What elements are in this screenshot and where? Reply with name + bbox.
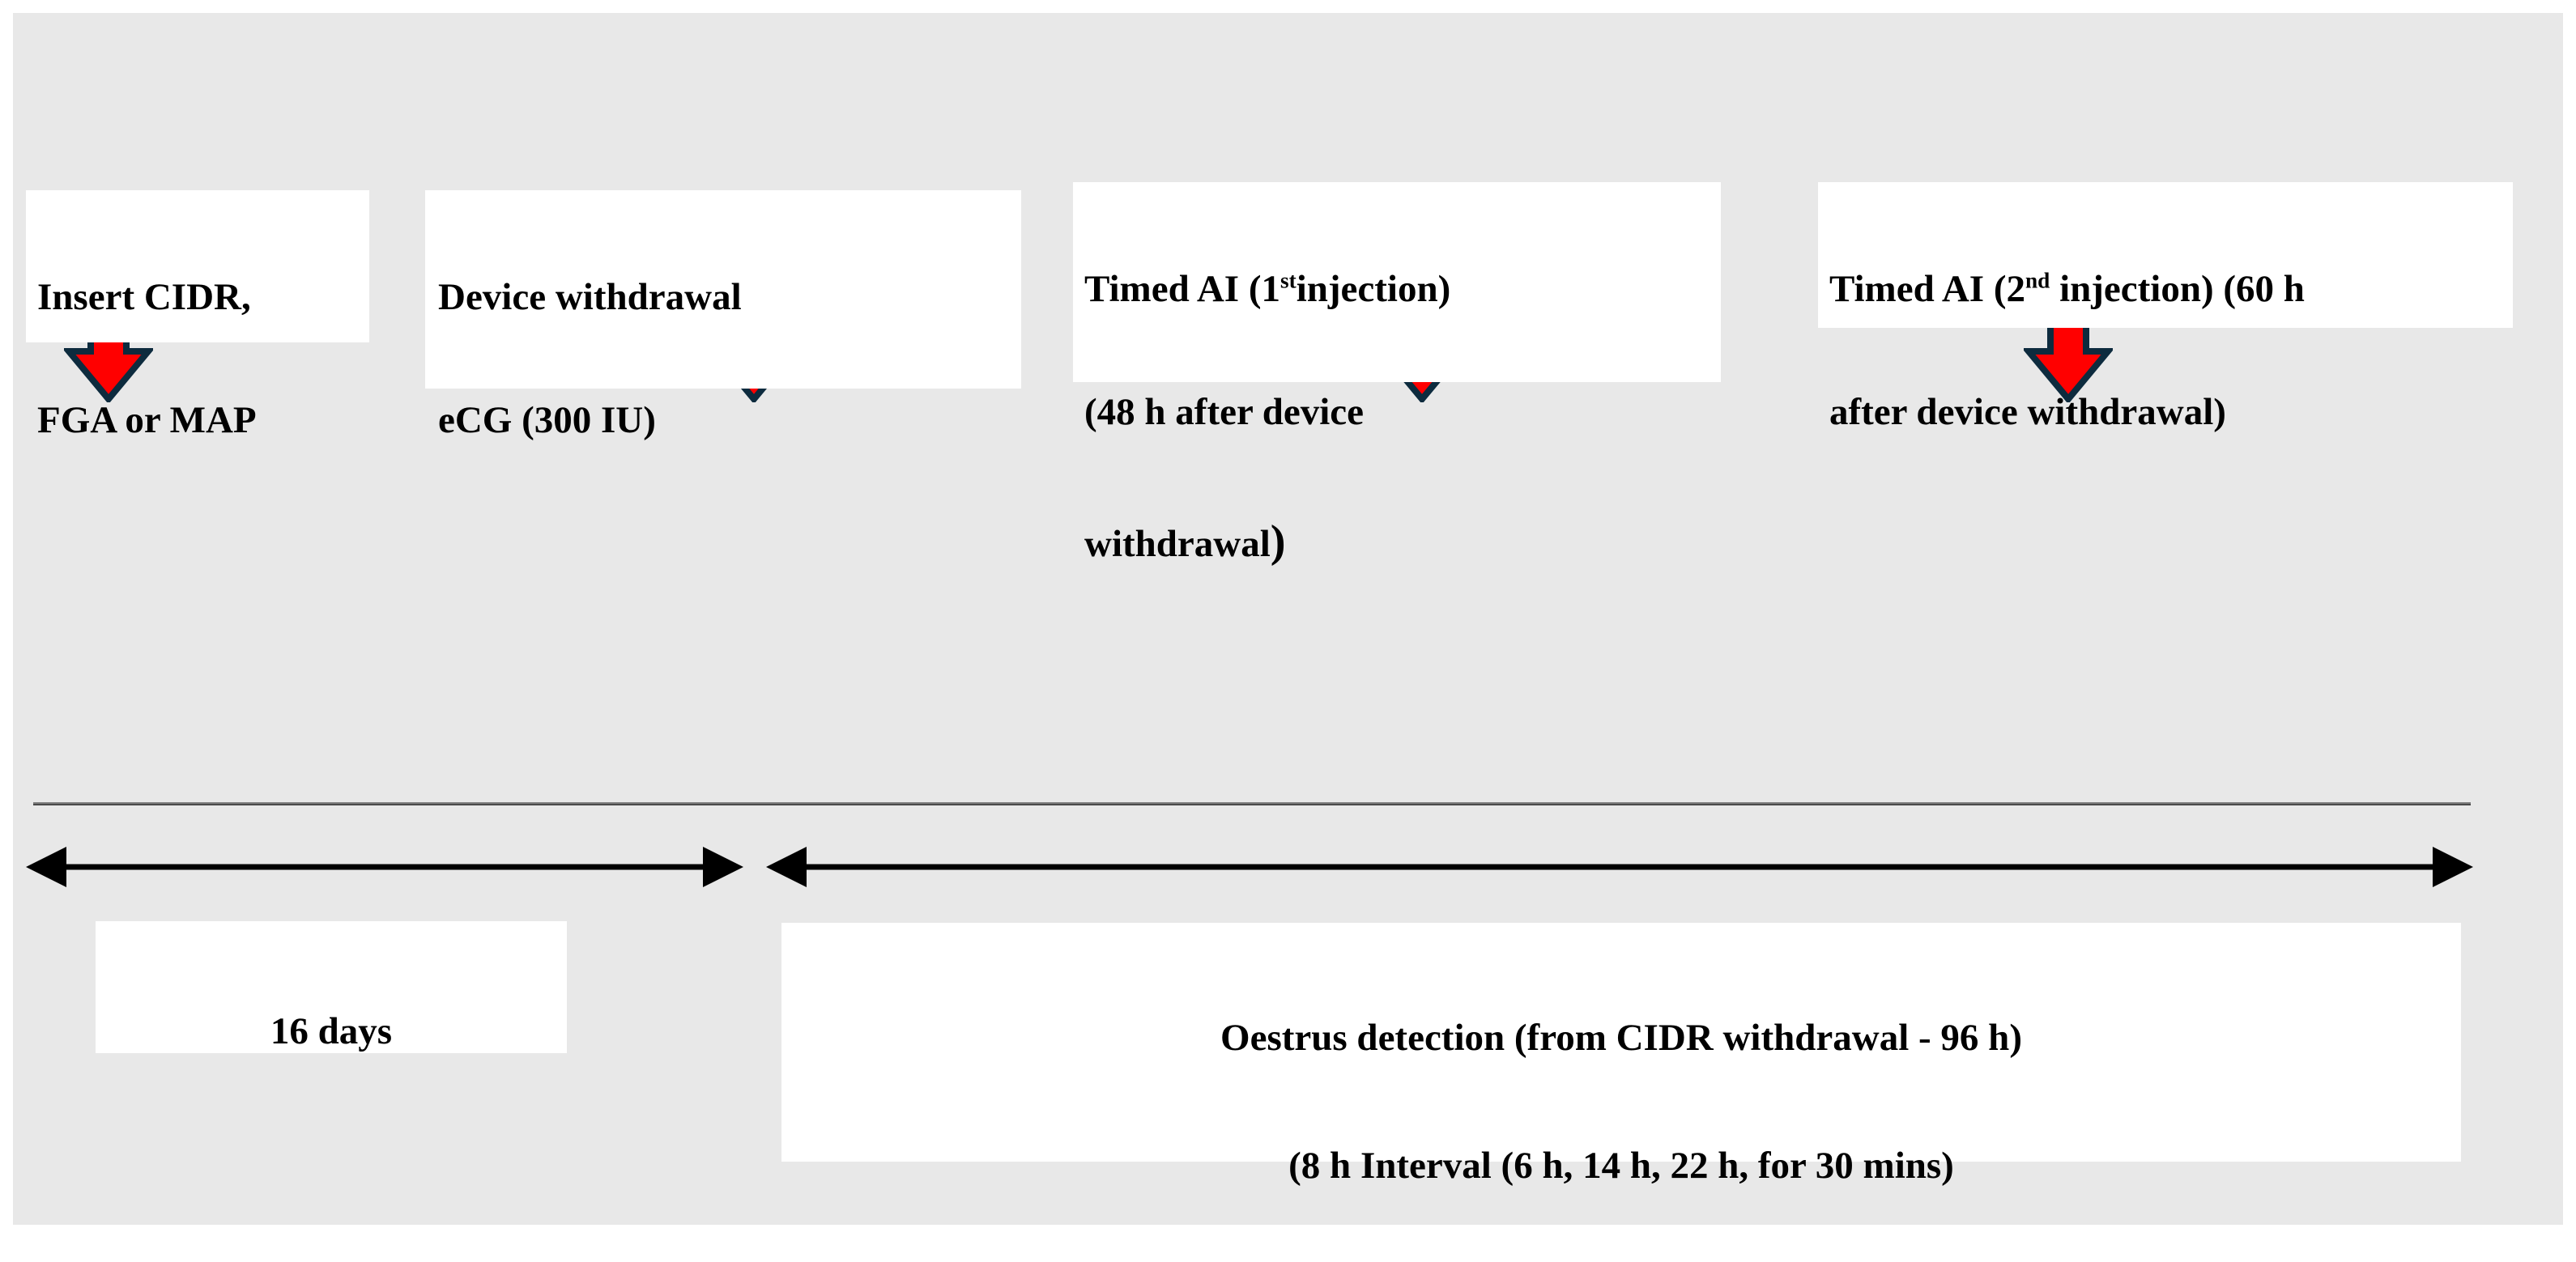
label-timed-ai-2-line2: after device withdrawal) bbox=[1829, 391, 2226, 434]
label-timed-ai-1-line3: withdrawal) bbox=[1084, 505, 1721, 579]
label-insert-device: Insert CIDR, FGA or MAP bbox=[26, 190, 369, 441]
interval-arrow-16-days bbox=[24, 844, 745, 890]
label-insert-device-line1: Insert CIDR, bbox=[37, 276, 251, 319]
label-oestrus-detection: Oestrus detection (from CIDR withdrawal … bbox=[781, 923, 2461, 1187]
label-timed-ai-1-line1: Timed AI (1stinjection) bbox=[1084, 258, 1721, 320]
label-device-withdrawal: Device withdrawal eCG (300 IU) bbox=[425, 190, 1021, 441]
label-timed-ai-2-ordinal-suffix: nd bbox=[2025, 268, 2050, 293]
label-insert-device-line2: FGA or MAP bbox=[37, 399, 257, 442]
interval-arrow-oestrus-detection bbox=[764, 844, 2475, 890]
label-16-days-text: 16 days bbox=[270, 1010, 393, 1053]
timeline-axis-line bbox=[33, 802, 2471, 805]
label-16-days: 16 days bbox=[96, 921, 567, 1053]
label-timed-ai-1-prefix: Timed AI (1 bbox=[1084, 268, 1280, 311]
label-timed-ai-1: Timed AI (1stinjection) (48 h after devi… bbox=[1073, 182, 1721, 567]
timeline-figure: Insert CIDR, FGA or MAP Device withdrawa… bbox=[13, 13, 2563, 1225]
label-device-withdrawal-line2: eCG (300 IU) bbox=[438, 399, 656, 442]
label-device-withdrawal-line1: Device withdrawal bbox=[438, 276, 742, 319]
label-timed-ai-1-line2: (48 h after device bbox=[1084, 391, 1364, 434]
label-oestrus-detection-line1: Oestrus detection (from CIDR withdrawal … bbox=[1220, 1016, 2022, 1059]
label-timed-ai-1-suffix: injection) bbox=[1296, 268, 1451, 311]
label-timed-ai-2-line1: Timed AI (2nd injection) (60 h bbox=[1829, 258, 2513, 320]
label-timed-ai-2-prefix: Timed AI (2 bbox=[1829, 268, 2025, 311]
label-timed-ai-1-closing-paren: ) bbox=[1270, 516, 1286, 567]
label-timed-ai-2-suffix: injection) (60 h bbox=[2050, 268, 2305, 311]
label-timed-ai-2: Timed AI (2nd injection) (60 h after dev… bbox=[1818, 182, 2513, 433]
label-oestrus-detection-line2: (8 h Interval (6 h, 14 h, 22 h, for 30 m… bbox=[1288, 1144, 1954, 1187]
label-timed-ai-1-line3-text: withdrawal bbox=[1084, 522, 1271, 565]
label-timed-ai-1-ordinal-suffix: st bbox=[1280, 268, 1297, 293]
